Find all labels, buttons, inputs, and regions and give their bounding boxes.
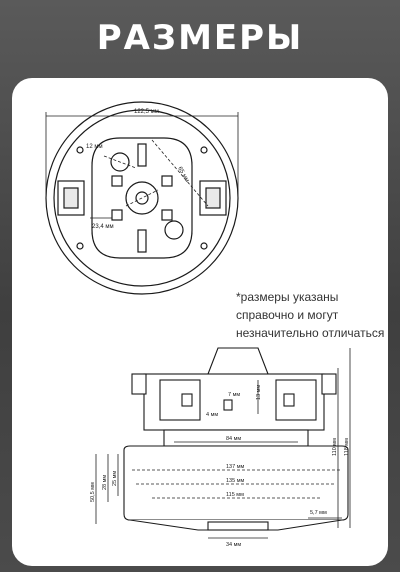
dim-28-label: 28 мм	[102, 475, 108, 490]
motor-housing	[143, 373, 325, 431]
dim-137-label: 137 мм	[226, 464, 244, 470]
dim-115-label: 115 мм	[226, 492, 244, 498]
dim-outer-label: 122,5 мм	[134, 109, 159, 115]
note-line-3: незначительно отличаться	[236, 326, 385, 340]
dim-13-label: 13 мм	[256, 385, 262, 400]
brush-hole-bottom	[164, 220, 184, 240]
note-line-1: *размеры указаны	[236, 290, 339, 304]
center-shaft-inner	[135, 191, 149, 205]
outer-ring-inner	[53, 109, 231, 287]
dim-5-7-label: 5,7 мм	[310, 510, 327, 516]
dim-4-label: 4 мм	[206, 412, 218, 418]
fan-disk	[123, 445, 349, 521]
disclaimer-note: *размеры указаны справочно и могут незна…	[236, 288, 386, 342]
dim-110-label: 110 мм	[332, 438, 338, 456]
dim-50-5-label: 50,5 мм	[90, 482, 96, 502]
brush-hole-top	[110, 152, 130, 172]
dim-34-label: 34 мм	[226, 542, 241, 548]
top-view-drawing: 122,5 мм 12 мм 23,4 мм 65 мм	[45, 101, 351, 548]
center-shaft-outer	[125, 181, 159, 215]
dim-118-label: 118 мм	[344, 438, 350, 456]
dim-25-label: 25 мм	[112, 471, 118, 486]
dim-hole-small-label: 12 мм	[86, 144, 103, 150]
side-view-drawing	[123, 347, 349, 531]
diagram-card: 122,5 мм 12 мм 23,4 мм 65 мм	[12, 78, 388, 566]
note-line-2: справочно и могут	[236, 308, 339, 322]
dim-135-label: 135 мм	[226, 478, 244, 484]
dim-7-label: 7 мм	[228, 392, 240, 398]
dim-84-label: 84 мм	[226, 436, 241, 442]
dim-center-label: 23,4 мм	[92, 224, 114, 230]
page-title: РАЗМЕРЫ	[96, 18, 304, 58]
